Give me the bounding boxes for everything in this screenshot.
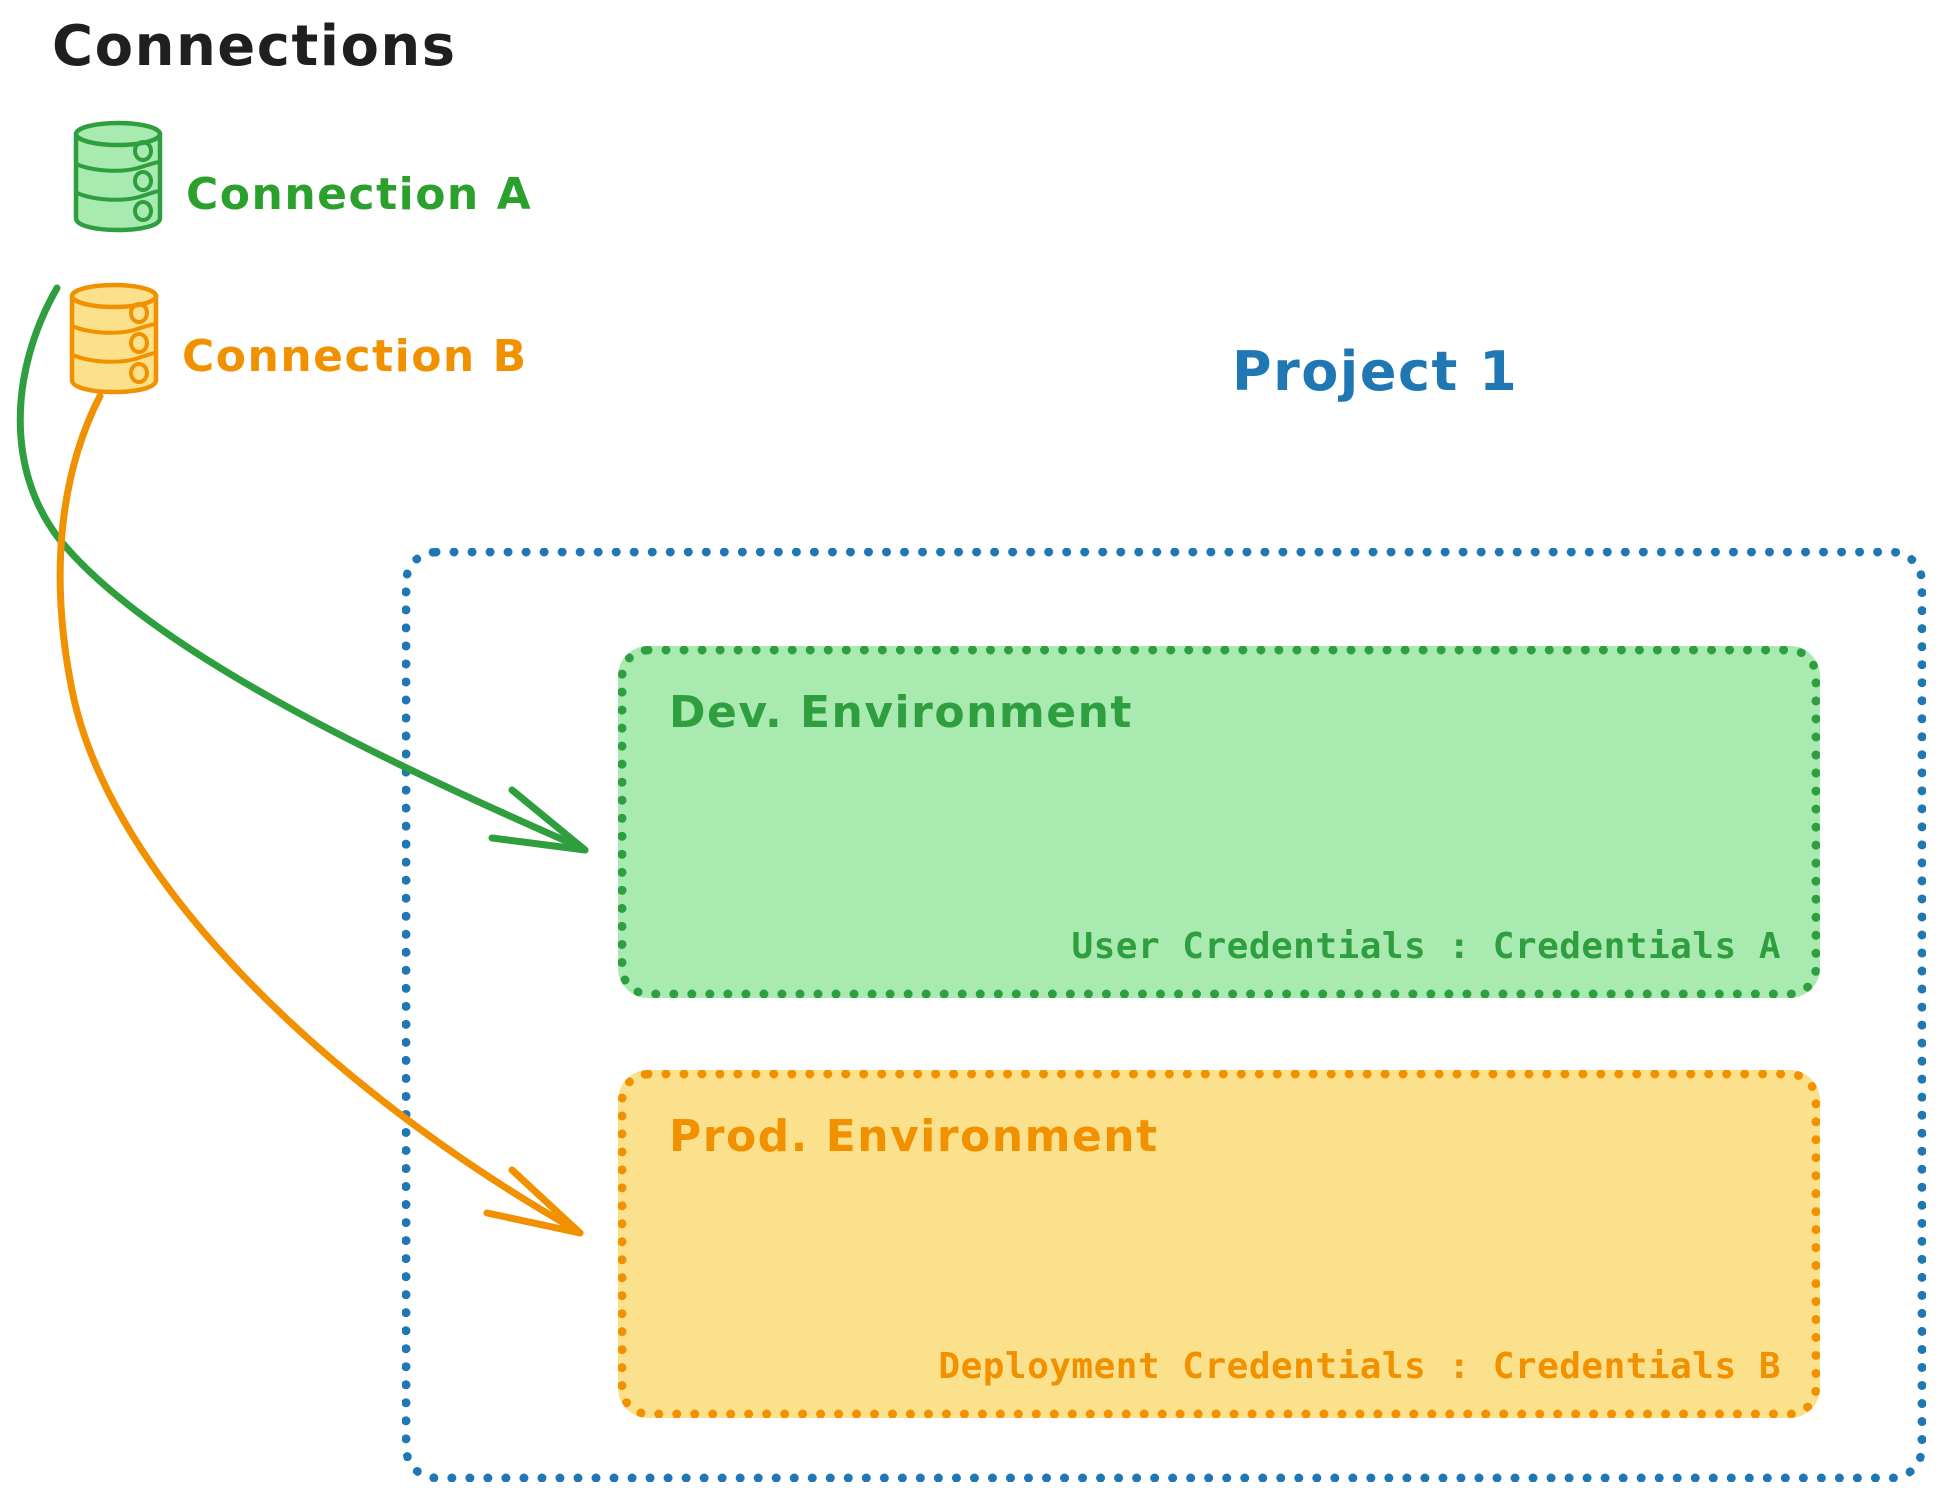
- dev-environment-box[interactable]: Dev. Environment User Credentials : Cred…: [618, 646, 1820, 998]
- page-title: Connections: [52, 14, 457, 79]
- connection-a-label: Connection A: [186, 168, 533, 220]
- prod-environment-box[interactable]: Prod. Environment Deployment Credentials…: [618, 1070, 1820, 1418]
- dev-environment-credentials: User Credentials : Credentials A: [1071, 926, 1781, 967]
- database-cylinder-icon: [62, 280, 166, 398]
- connection-b-label: Connection B: [182, 330, 528, 382]
- project-title: Project 1: [1232, 340, 1519, 403]
- database-cylinder-icon: [66, 118, 170, 236]
- dev-environment-title: Dev. Environment: [669, 687, 1133, 738]
- connection-item-b[interactable]: Connection B: [62, 280, 528, 398]
- prod-environment-title: Prod. Environment: [669, 1111, 1159, 1162]
- connection-item-a[interactable]: Connection A: [66, 118, 532, 236]
- prod-environment-credentials: Deployment Credentials : Credentials B: [938, 1346, 1781, 1387]
